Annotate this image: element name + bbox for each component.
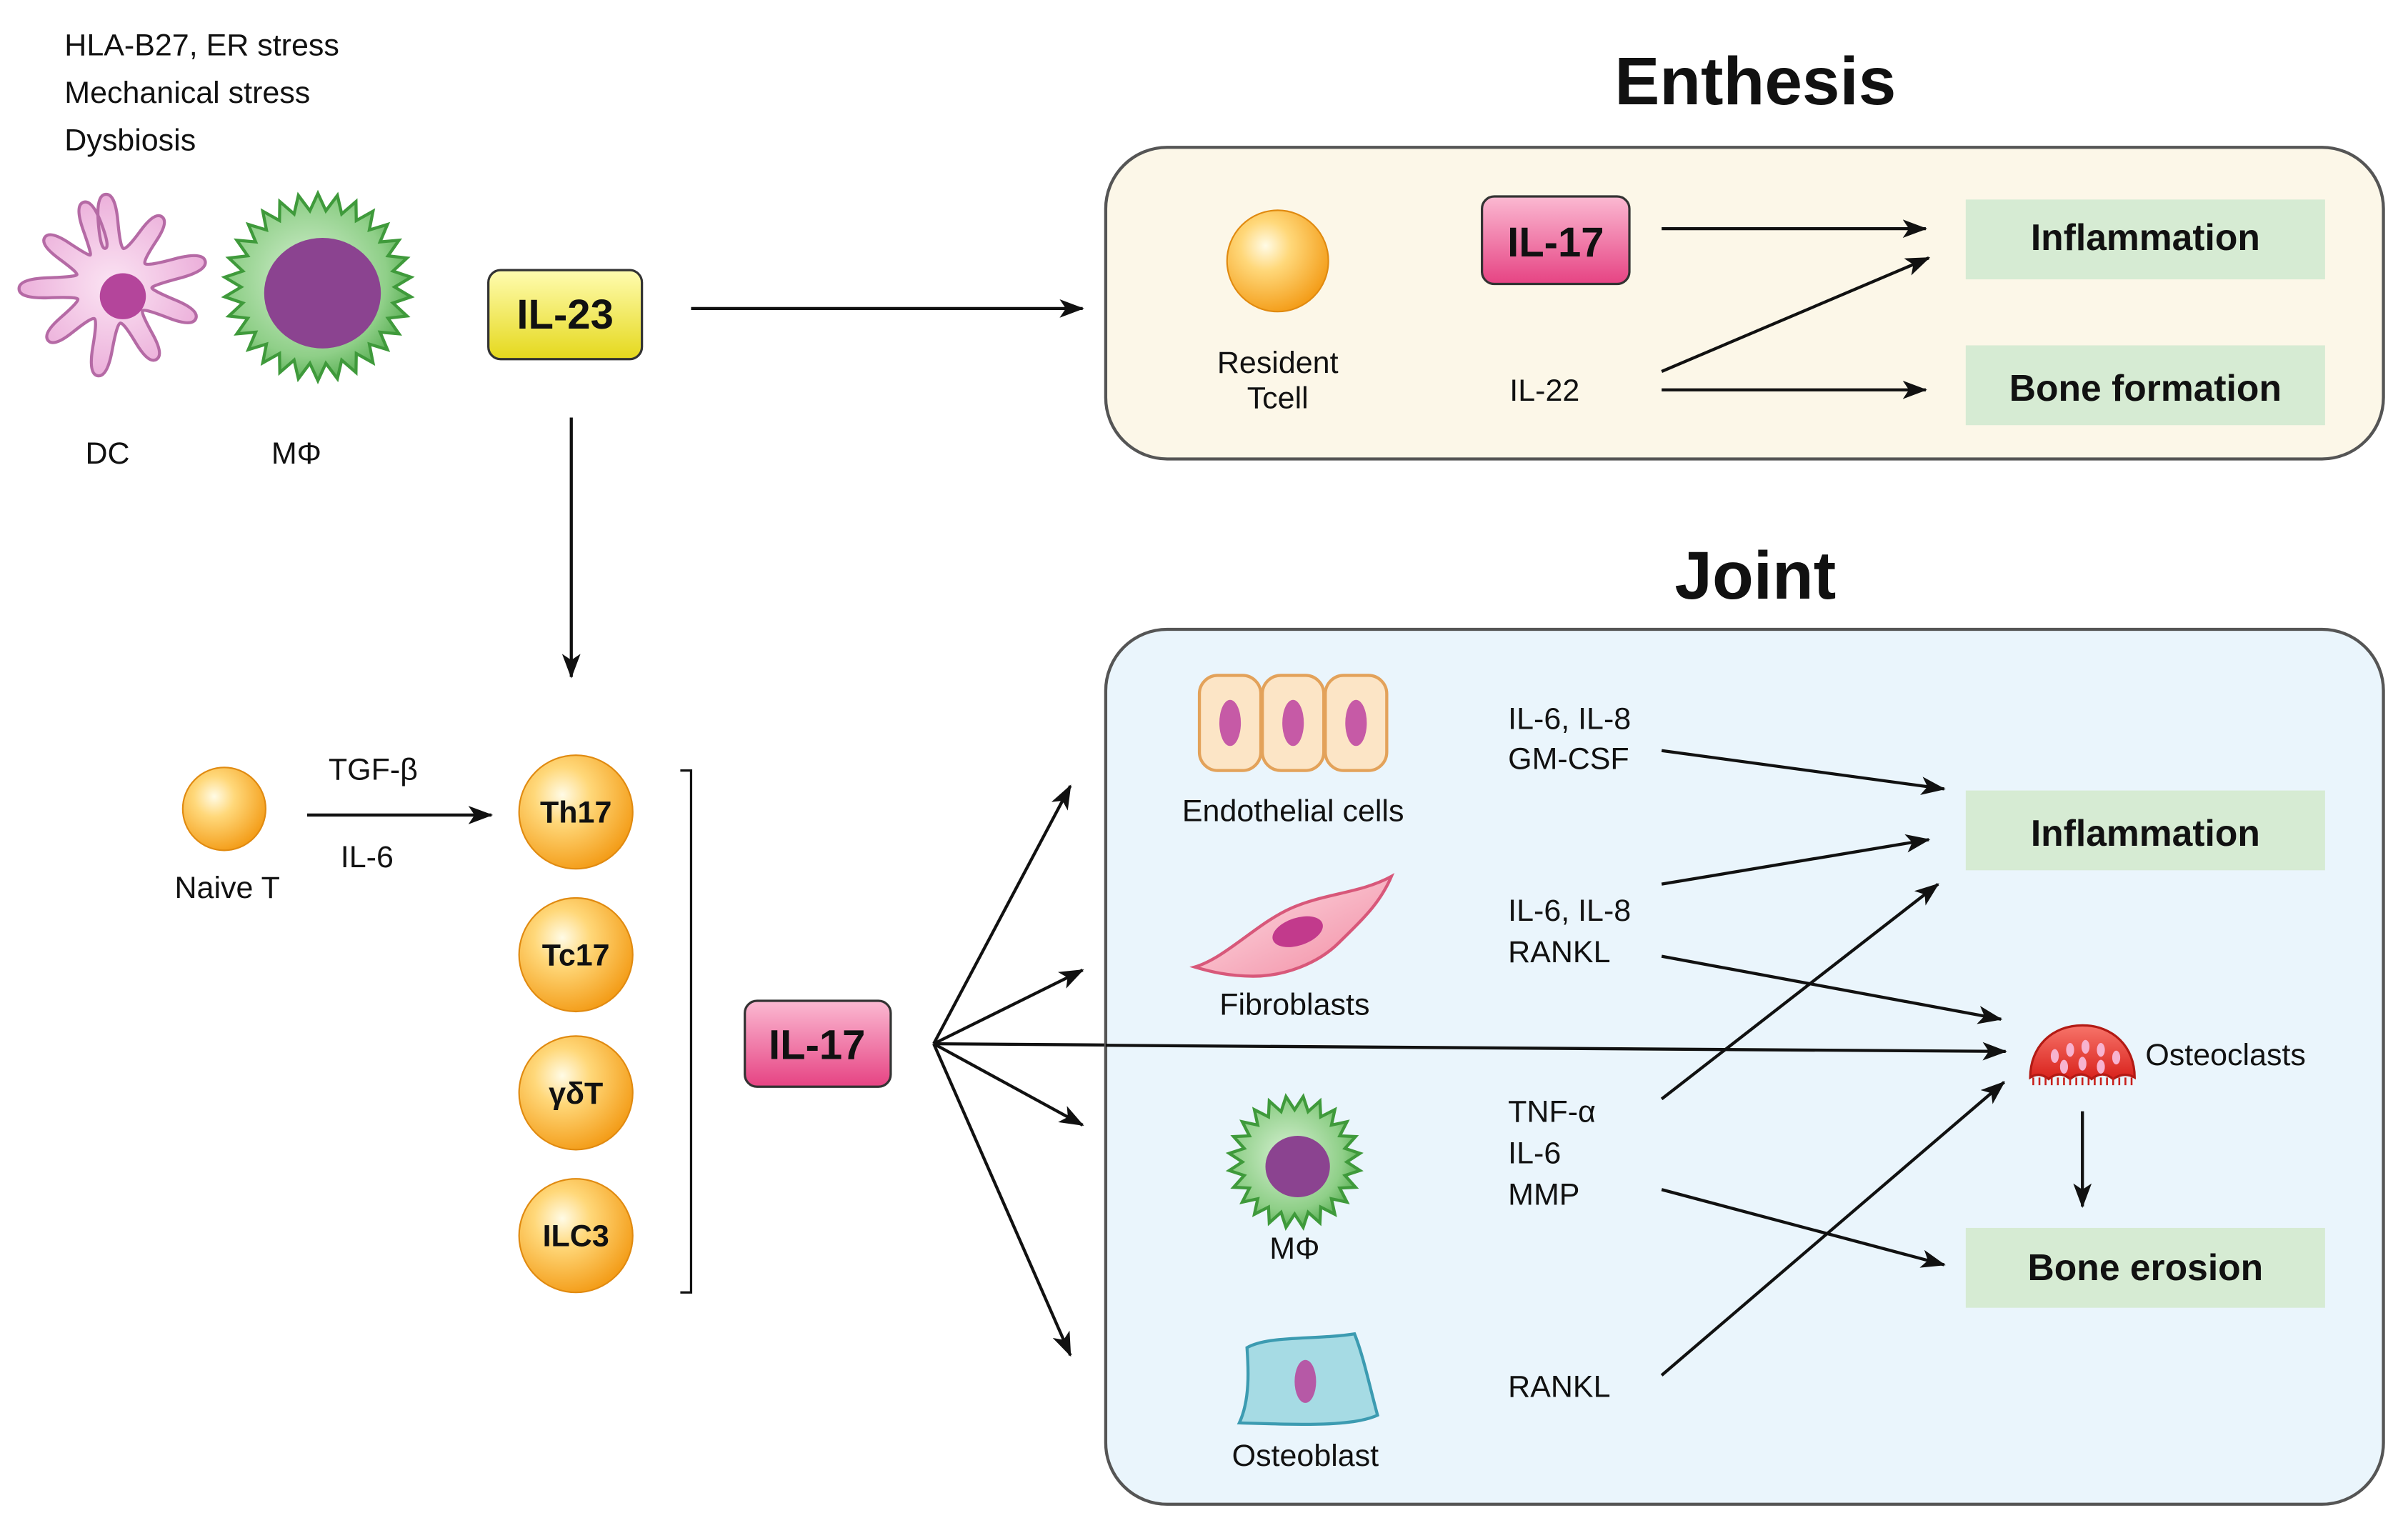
fibroblast-nucleus bbox=[1272, 916, 1323, 947]
th17-label: Th17 bbox=[540, 796, 611, 830]
il17-producer-cells: Th17 Tc17 γδT ILC3 bbox=[518, 754, 634, 1294]
arrow-il22-to-inflammation bbox=[1661, 256, 1931, 373]
osteoblast-cytokine-line1: RANKL bbox=[1508, 1369, 1610, 1404]
trigger-dysbiosis: Dysbiosis bbox=[64, 124, 196, 158]
trigger-mechanical-stress: Mechanical stress bbox=[64, 76, 310, 110]
osteoclast-nuclei bbox=[2050, 1039, 2121, 1074]
endothelial-nucleus-2 bbox=[1282, 699, 1304, 746]
fibroblast bbox=[1189, 873, 1395, 978]
osteoblast-nucleus bbox=[1294, 1359, 1317, 1403]
enthesis-title: Enthesis bbox=[1614, 44, 1896, 119]
arrow-il17-to-fibroblasts bbox=[933, 969, 1084, 1046]
th17-cell bbox=[518, 754, 634, 870]
endothelial-nucleus-3 bbox=[1345, 699, 1367, 746]
macrophage-joint bbox=[1225, 1093, 1364, 1232]
osteoclast-nucleus bbox=[2081, 1039, 2090, 1054]
enthesis-il17-box: IL-17 bbox=[1481, 195, 1631, 286]
naive-t-label: Naive T bbox=[175, 871, 280, 905]
endothelial-cytokine-line1: IL-6, IL-8 bbox=[1508, 702, 1631, 736]
tc17-cell bbox=[518, 897, 634, 1013]
il6-differentiation-label: IL-6 bbox=[341, 840, 394, 874]
osteoclast-nucleus bbox=[2050, 1049, 2059, 1063]
resident-t-cell bbox=[1226, 209, 1329, 313]
gamma-delta-t-cell bbox=[518, 1035, 634, 1151]
central-il17-box: IL-17 bbox=[744, 999, 892, 1088]
osteoclast-nucleus bbox=[2059, 1059, 2069, 1074]
arrow-il17-to-macrophage bbox=[933, 1042, 1084, 1127]
ilc3-cell bbox=[518, 1178, 634, 1294]
triggers: HLA-B27, ER stress Mechanical stress Dys… bbox=[64, 28, 339, 157]
dendritic-cell bbox=[17, 192, 207, 378]
enthesis-il17-label: IL-17 bbox=[1507, 219, 1604, 266]
arrow-il17-to-osteoblast bbox=[932, 1043, 1072, 1357]
arrow-macrophage-to-inflammation bbox=[1660, 882, 1939, 1101]
macrophage-top bbox=[221, 189, 415, 385]
osteoclast-nucleus bbox=[2112, 1050, 2121, 1065]
central-il17-box-bg bbox=[744, 999, 892, 1088]
bone-formation-label: Bone formation bbox=[2009, 367, 2282, 409]
macrophage-cytokine-line2: IL-6 bbox=[1508, 1137, 1561, 1171]
enthesis-il17-box-bg bbox=[1481, 195, 1631, 286]
arrow-il17-to-osteoclasts-inner bbox=[1105, 1042, 2007, 1061]
fibroblast-cytokine-line1: IL-6, IL-8 bbox=[1508, 894, 1631, 928]
enthesis-inflammation-box bbox=[1965, 199, 2325, 280]
arrow-osteoblast-to-osteoclasts bbox=[1660, 1081, 2006, 1377]
bone-erosion-label: Bone erosion bbox=[2028, 1247, 2264, 1288]
arrow-endothelial-to-inflammation bbox=[1661, 749, 1946, 795]
macrophage-joint-nucleus bbox=[1265, 1136, 1330, 1197]
arrow-il17-to-endothelial bbox=[932, 784, 1072, 1045]
resident-t-label-line2: Tcell bbox=[1247, 381, 1309, 416]
osteoblast bbox=[1237, 1332, 1379, 1427]
macrophage-cytokine-line3: MMP bbox=[1508, 1178, 1579, 1212]
gamma-delta-t-label: γδT bbox=[549, 1077, 603, 1111]
joint-inflammation-box bbox=[1965, 790, 2325, 871]
macrophage-joint-label: MΦ bbox=[1269, 1232, 1319, 1266]
dc-label: DC bbox=[85, 436, 129, 471]
osteoclast bbox=[2029, 1024, 2136, 1086]
bone-erosion-box bbox=[1965, 1227, 2325, 1308]
arrow-fibroblast-to-osteoclasts bbox=[1661, 954, 2003, 1024]
ilc3-label: ILC3 bbox=[543, 1219, 609, 1254]
bone-formation-box bbox=[1965, 345, 2325, 426]
endothelial-cytokine-line2: GM-CSF bbox=[1508, 742, 1629, 777]
osteoclasts-label: Osteoclasts bbox=[2145, 1038, 2306, 1072]
arrow-macrophage-to-bone-erosion bbox=[1661, 1188, 1946, 1268]
trigger-hla-b27: HLA-B27, ER stress bbox=[64, 28, 339, 62]
resident-t-label-line1: Resident bbox=[1217, 346, 1339, 380]
il23-box-bg bbox=[487, 269, 644, 361]
osteoclast-nucleus bbox=[2097, 1059, 2105, 1074]
enthesis-il22-label: IL-22 bbox=[1509, 374, 1579, 408]
fibroblasts-label: Fibroblasts bbox=[1219, 987, 1369, 1022]
enthesis-inflammation-label: Inflammation bbox=[2031, 216, 2260, 258]
osteoblast-label: Osteoblast bbox=[1232, 1439, 1379, 1473]
macrophage-top-nucleus bbox=[264, 238, 381, 349]
endothelial-nucleus-1 bbox=[1219, 699, 1242, 746]
central-il17-label: IL-17 bbox=[769, 1022, 865, 1069]
naive-t-cell bbox=[181, 766, 267, 852]
il23-label: IL-23 bbox=[516, 291, 613, 338]
osteoclast-ruffled-border bbox=[2032, 1077, 2133, 1086]
endothelial-cells bbox=[1197, 674, 1389, 772]
arrow-fibroblast-to-inflammation bbox=[1661, 834, 1931, 886]
joint-inflammation-label: Inflammation bbox=[2031, 812, 2260, 854]
osteoclast-nucleus bbox=[2066, 1043, 2074, 1057]
tc17-label: Tc17 bbox=[542, 939, 610, 973]
endothelial-label: Endothelial cells bbox=[1182, 794, 1404, 829]
osteoclast-nucleus bbox=[2097, 1043, 2105, 1057]
dendritic-cell-nucleus bbox=[99, 273, 146, 319]
osteoclast-nucleus bbox=[2078, 1057, 2087, 1071]
producer-bracket bbox=[680, 769, 693, 1294]
macrophage-top-label: MΦ bbox=[271, 436, 321, 471]
tgf-beta-label: TGF-β bbox=[329, 753, 418, 787]
il23-box: IL-23 bbox=[487, 269, 644, 361]
fibroblast-cytokine-line2: RANKL bbox=[1508, 935, 1610, 969]
joint-title: Joint bbox=[1674, 538, 1836, 614]
macrophage-cytokine-line1: TNF-α bbox=[1508, 1095, 1596, 1129]
